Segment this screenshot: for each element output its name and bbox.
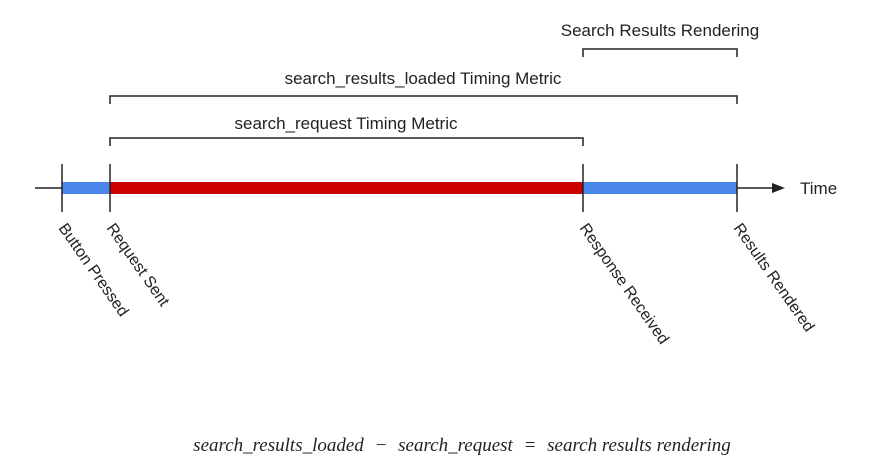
bracket-search-results-rendering: Search Results Rendering	[561, 21, 759, 57]
event-label-results-rendered: Results Rendered	[730, 221, 817, 336]
segment-request-to-response	[110, 182, 583, 194]
axis-label-time: Time	[800, 179, 837, 198]
segment-button-to-request	[62, 182, 110, 194]
formula-result: search results rendering	[547, 435, 731, 456]
bracket-label-search-request: search_request Timing Metric	[235, 114, 458, 133]
event-label-response-received: Response Received	[576, 221, 672, 348]
formula: search_results_loaded − search_request =…	[193, 435, 731, 456]
timeline-arrowhead-icon	[772, 183, 785, 193]
segment-response-to-rendered	[583, 182, 737, 194]
bracket-label-search-results-loaded: search_results_loaded Timing Metric	[285, 69, 562, 88]
formula-term-search-request: search_request	[398, 435, 513, 456]
formula-equals: =	[524, 435, 537, 456]
formula-term-search-results-loaded: search_results_loaded	[193, 435, 364, 456]
bracket-search-request: search_request Timing Metric	[109, 114, 584, 146]
event-labels: Button Pressed Request Sent Response Rec…	[55, 221, 817, 348]
timeline: Time	[35, 164, 837, 212]
bracket-label-search-results-rendering: Search Results Rendering	[561, 21, 759, 40]
formula-minus: −	[375, 435, 388, 456]
bracket-search-results-loaded: search_results_loaded Timing Metric	[109, 69, 738, 104]
